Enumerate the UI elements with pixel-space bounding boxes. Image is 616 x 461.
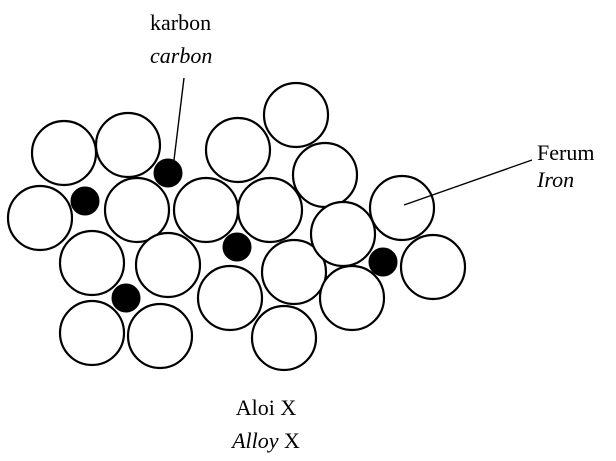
iron-atom [291,141,359,209]
iron-atom [6,184,74,252]
caption-english: Alloy X [230,428,300,453]
iron-atom [250,304,318,372]
iron-atom [399,233,467,301]
carbon-label-malay: karbon [150,10,211,35]
iron-atom [196,264,264,332]
iron-label-malay: Ferum [537,140,594,165]
carbon-atom [368,247,398,277]
iron-atom [204,116,272,184]
iron-atom [368,174,436,242]
iron-atom [94,111,162,179]
iron-atom [126,302,194,370]
carbon-leader-line [173,77,185,161]
iron-atom [262,81,330,149]
iron-atoms [6,81,467,372]
caption-english-word: Alloy [230,428,279,453]
iron-atom [172,176,240,244]
iron-atom [30,119,98,187]
iron-atom [236,176,304,244]
carbon-atom [222,232,252,262]
iron-leader-line [403,159,533,206]
iron-atom [134,231,202,299]
carbon-atom [70,186,100,216]
caption-malay: Aloi X [236,395,297,420]
carbon-atom [111,283,141,313]
iron-atom [103,176,171,244]
carbon-atoms [70,158,398,313]
iron-label-english: Iron [536,167,574,192]
iron-atom [309,200,377,268]
carbon-atom [153,158,183,188]
carbon-label-english: carbon [150,43,212,68]
iron-atom [58,299,126,367]
iron-atom [318,264,386,332]
iron-atom [58,229,126,297]
caption-english-suffix: X [279,428,301,453]
iron-atom [260,238,328,306]
